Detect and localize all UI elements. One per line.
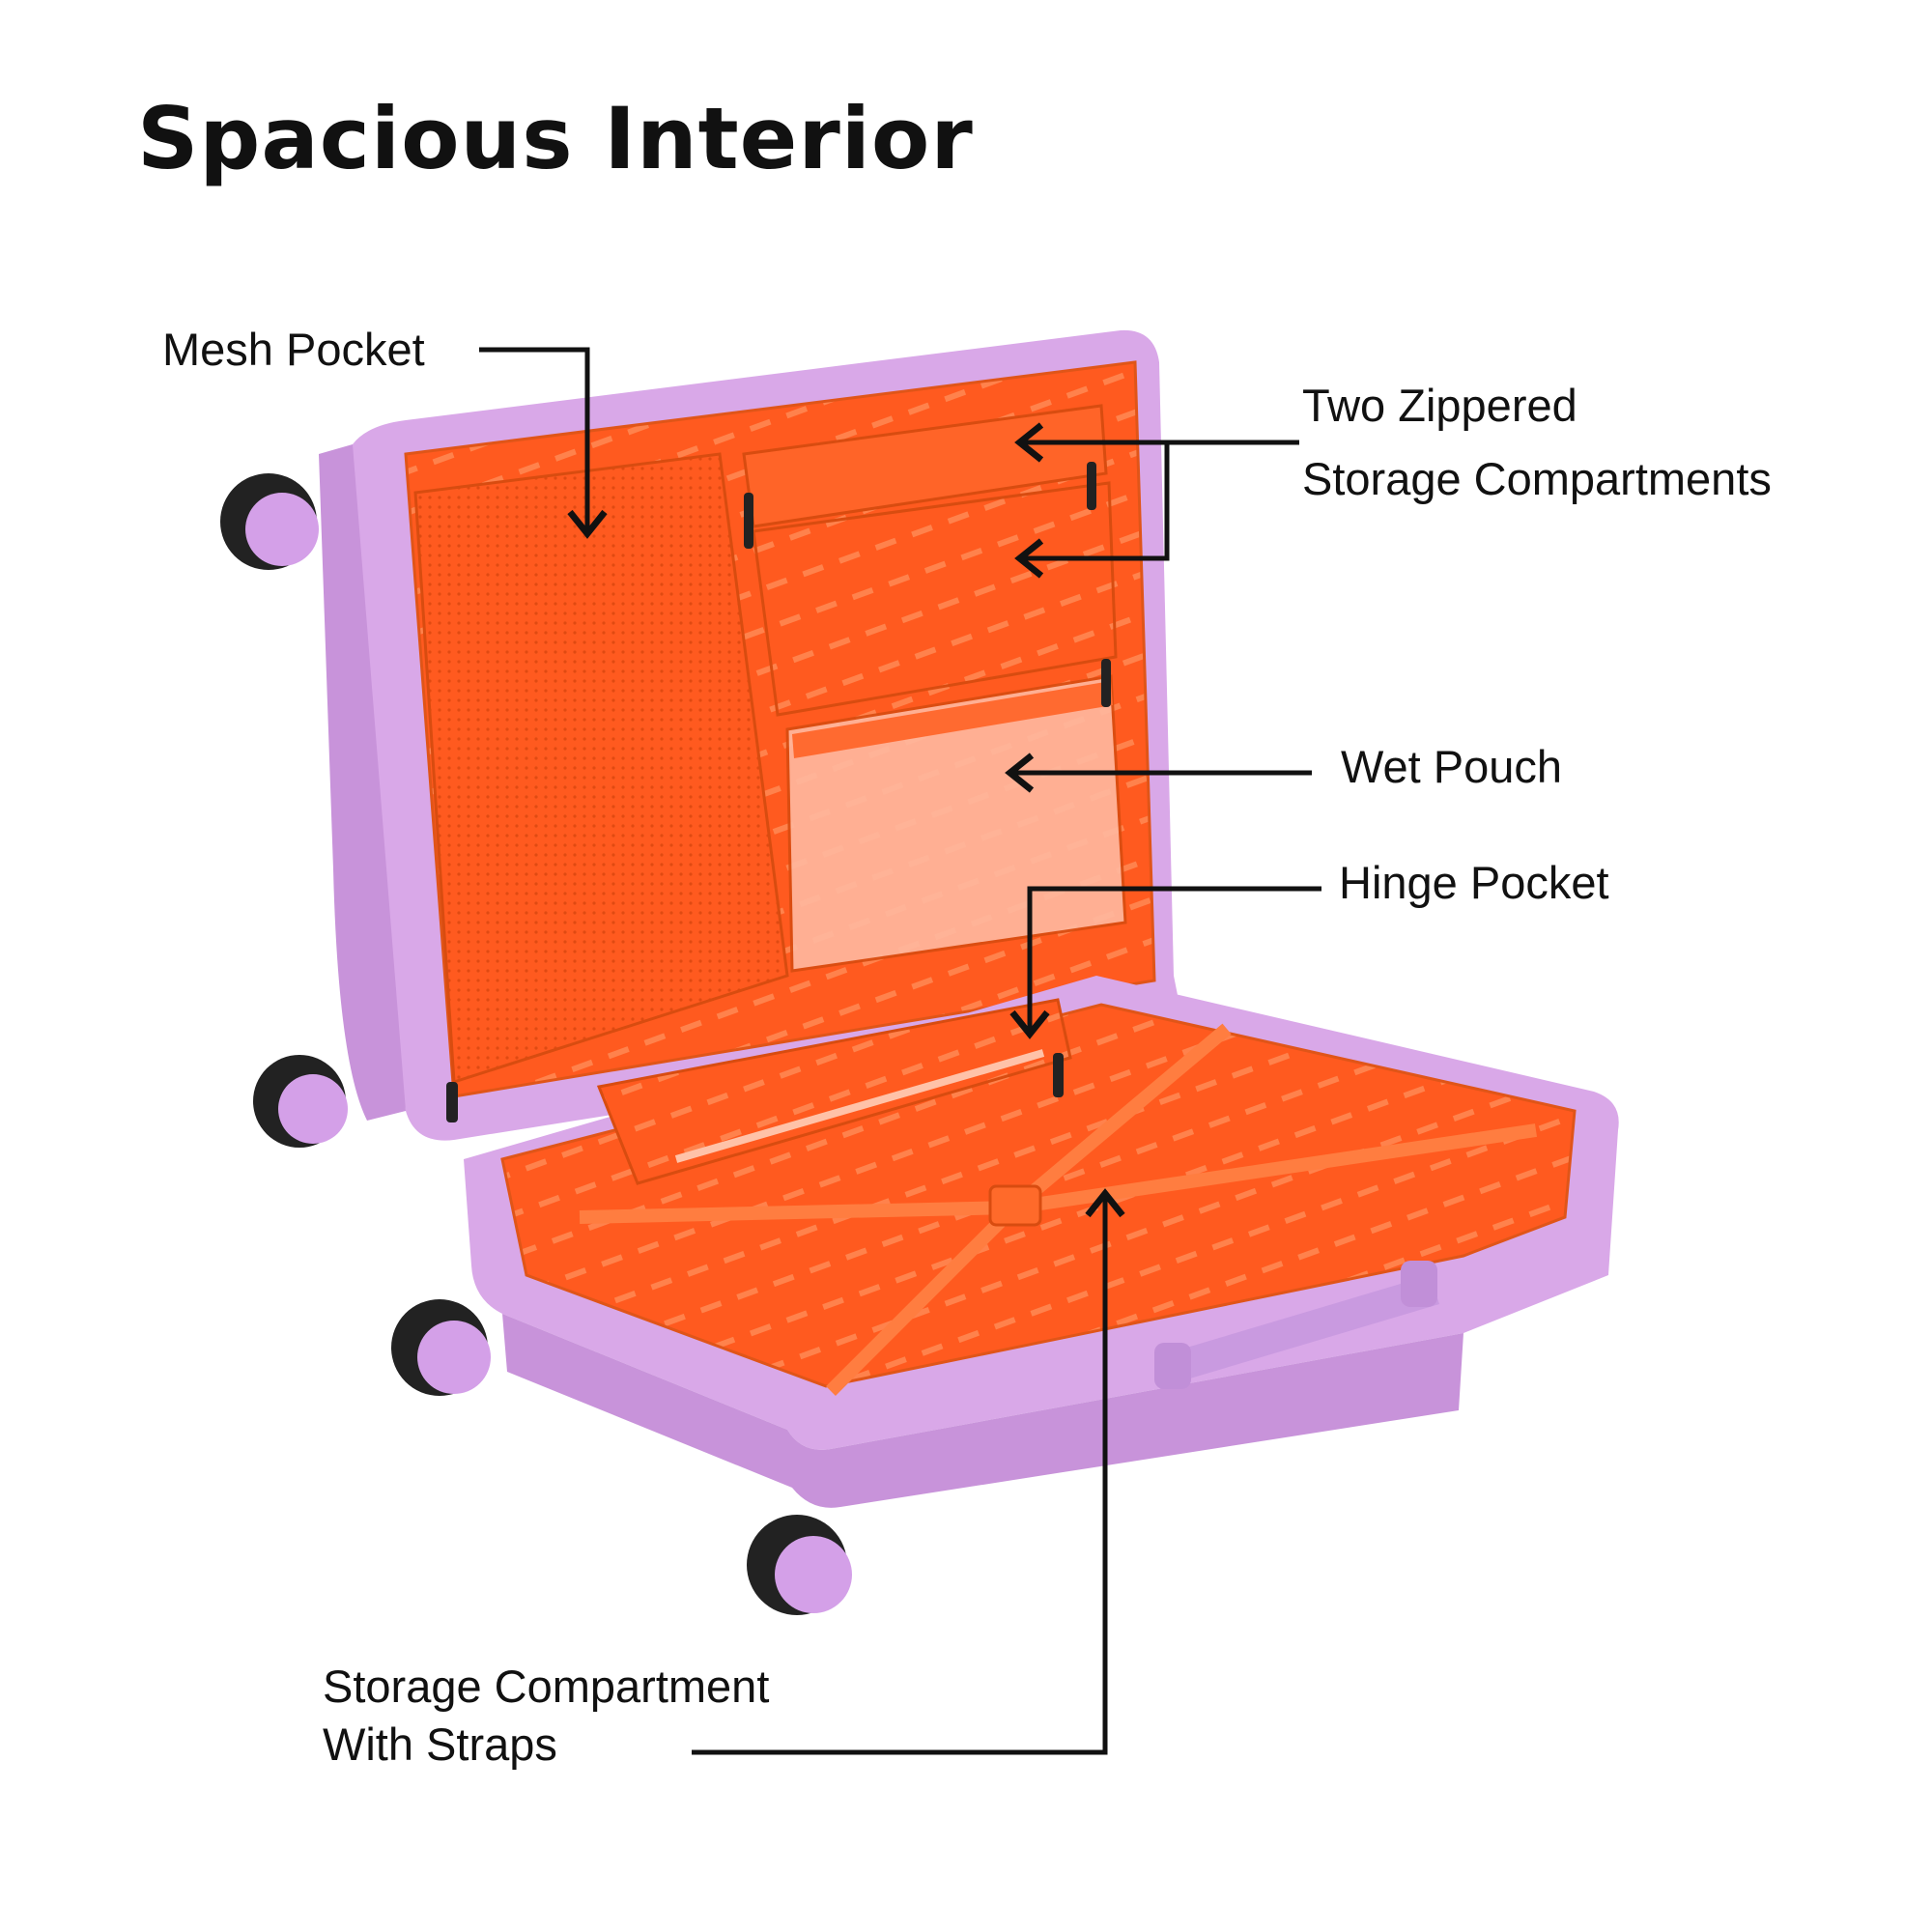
zippered-compartments-label-line1: Two Zippered — [1302, 380, 1577, 431]
zippered-compartments-label-line2: Storage Compartments — [1302, 453, 1772, 504]
mesh-pocket — [413, 452, 789, 1085]
callout-lines — [479, 347, 1321, 1755]
side-handle — [1154, 1275, 1439, 1386]
straps-leader — [692, 1188, 1125, 1755]
strap-compartment-label-line1: Storage Compartment — [323, 1661, 770, 1712]
hinge-pocket — [596, 998, 1072, 1185]
wet-pouch-label: Wet Pouch — [1341, 741, 1563, 792]
hinge-pocket-leader — [1009, 886, 1321, 1039]
wheels — [220, 473, 852, 1615]
mesh-pocket-label: Mesh Pocket — [162, 324, 425, 375]
wet-pouch — [785, 674, 1127, 973]
hinge-pocket-label: Hinge Pocket — [1339, 857, 1609, 908]
wheel-mid-left — [253, 1055, 348, 1148]
wheel-bottom — [747, 1515, 852, 1615]
wheel-lower-left — [391, 1299, 491, 1396]
strap-compartment-label-line2: With Straps — [323, 1719, 557, 1770]
page-title: Spacious Interior — [137, 89, 974, 188]
suitcase-base — [464, 976, 1619, 1508]
wheel-top-left — [220, 473, 319, 570]
zippered-leader-lower — [1014, 442, 1170, 579]
mesh-pocket-leader — [479, 347, 608, 539]
